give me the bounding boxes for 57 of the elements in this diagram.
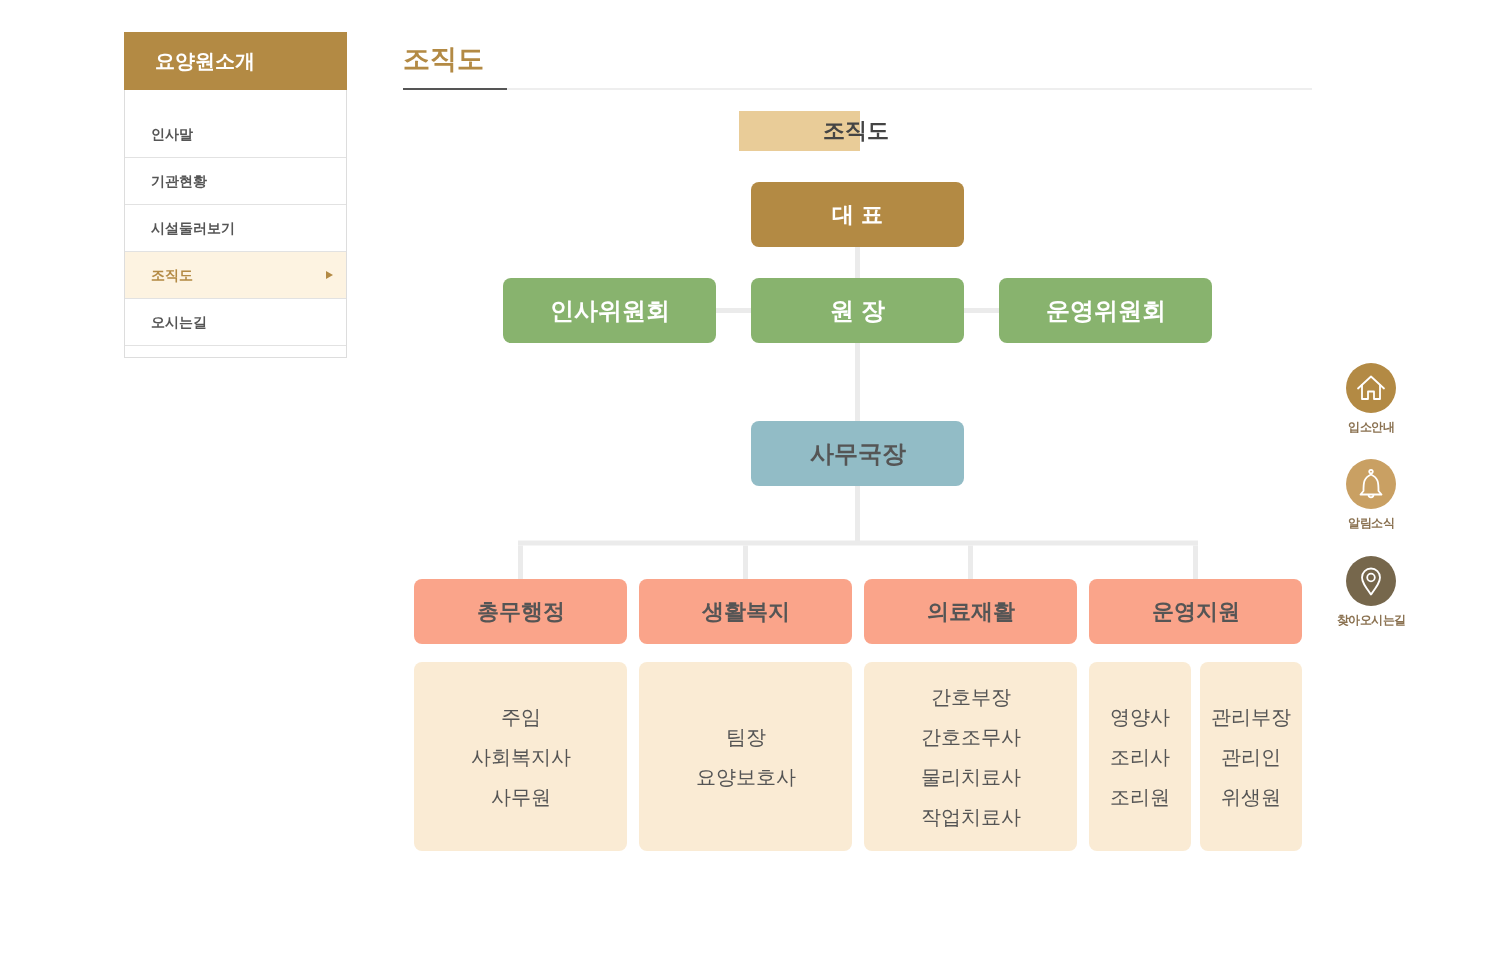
org-box bbox=[751, 421, 964, 486]
staff-box bbox=[1089, 662, 1191, 851]
box-label: 운영위원회 bbox=[1045, 295, 1166, 326]
connector-line bbox=[855, 343, 860, 421]
position-title: 물리치료사 bbox=[920, 764, 1021, 790]
position-title: 요양보호사 bbox=[695, 764, 796, 790]
staff-box bbox=[864, 662, 1077, 851]
sidebar-header bbox=[124, 32, 347, 90]
org-box bbox=[999, 278, 1212, 343]
connector-line bbox=[964, 308, 999, 313]
sidebar-heading: 요양원소개 bbox=[155, 48, 255, 74]
staff-box bbox=[414, 662, 627, 851]
menu-link: 인사말 bbox=[125, 111, 346, 158]
org-box bbox=[751, 182, 964, 247]
connector-line bbox=[968, 545, 973, 579]
position-title: 영양사 bbox=[1110, 704, 1170, 730]
position-title: 팀장 bbox=[725, 724, 766, 750]
org-box bbox=[414, 579, 627, 644]
quick-link-label: 입소안내 bbox=[1348, 419, 1394, 436]
staff-box bbox=[639, 662, 852, 851]
org-box bbox=[751, 278, 964, 343]
box-label: 원 장 bbox=[830, 295, 885, 326]
org-box bbox=[864, 579, 1077, 644]
connector-line bbox=[518, 545, 523, 579]
box-label: 사무국장 bbox=[809, 438, 906, 469]
org-box bbox=[503, 278, 716, 343]
quick-link-label: 찾아오시는길 bbox=[1336, 612, 1406, 629]
menu-link: 기관현황 bbox=[125, 158, 346, 205]
position-title: 관리인 bbox=[1221, 744, 1281, 770]
connector-line bbox=[743, 545, 748, 579]
box-label: 대 표 bbox=[832, 200, 883, 229]
quick-link-label: 알림소식 bbox=[1348, 515, 1394, 532]
box-label: 운영지원 bbox=[1151, 597, 1240, 626]
position-title: 관리부장 bbox=[1211, 704, 1291, 730]
position-title: 조리사 bbox=[1110, 744, 1170, 770]
active-menu-link: 조직도 bbox=[125, 252, 346, 299]
box-label: 인사위원회 bbox=[549, 295, 670, 326]
connector-line bbox=[1193, 545, 1198, 579]
staff-box bbox=[1200, 662, 1302, 851]
connector-line bbox=[716, 308, 751, 313]
connector-line bbox=[515, 483, 1201, 546]
position-title: 위생원 bbox=[1221, 784, 1281, 810]
menu-link: 오시는길 bbox=[125, 299, 346, 346]
position-title: 사회복지사 bbox=[470, 744, 571, 770]
box-label: 의료재활 bbox=[926, 597, 1015, 626]
box-label: 총무행정 bbox=[476, 597, 565, 626]
position-title: 작업치료사 bbox=[920, 804, 1021, 830]
position-title: 간호부장 bbox=[930, 684, 1011, 710]
page-title: 조직도 bbox=[403, 43, 484, 76]
box-label: 생활복지 bbox=[701, 597, 790, 626]
position-title: 간호조무사 bbox=[920, 724, 1021, 750]
position-title: 조리원 bbox=[1110, 784, 1170, 810]
position-title: 사무원 bbox=[490, 784, 551, 810]
connector-line bbox=[855, 247, 860, 278]
position-title: 주임 bbox=[500, 704, 541, 730]
org-box bbox=[1089, 579, 1302, 644]
org-box bbox=[639, 579, 852, 644]
